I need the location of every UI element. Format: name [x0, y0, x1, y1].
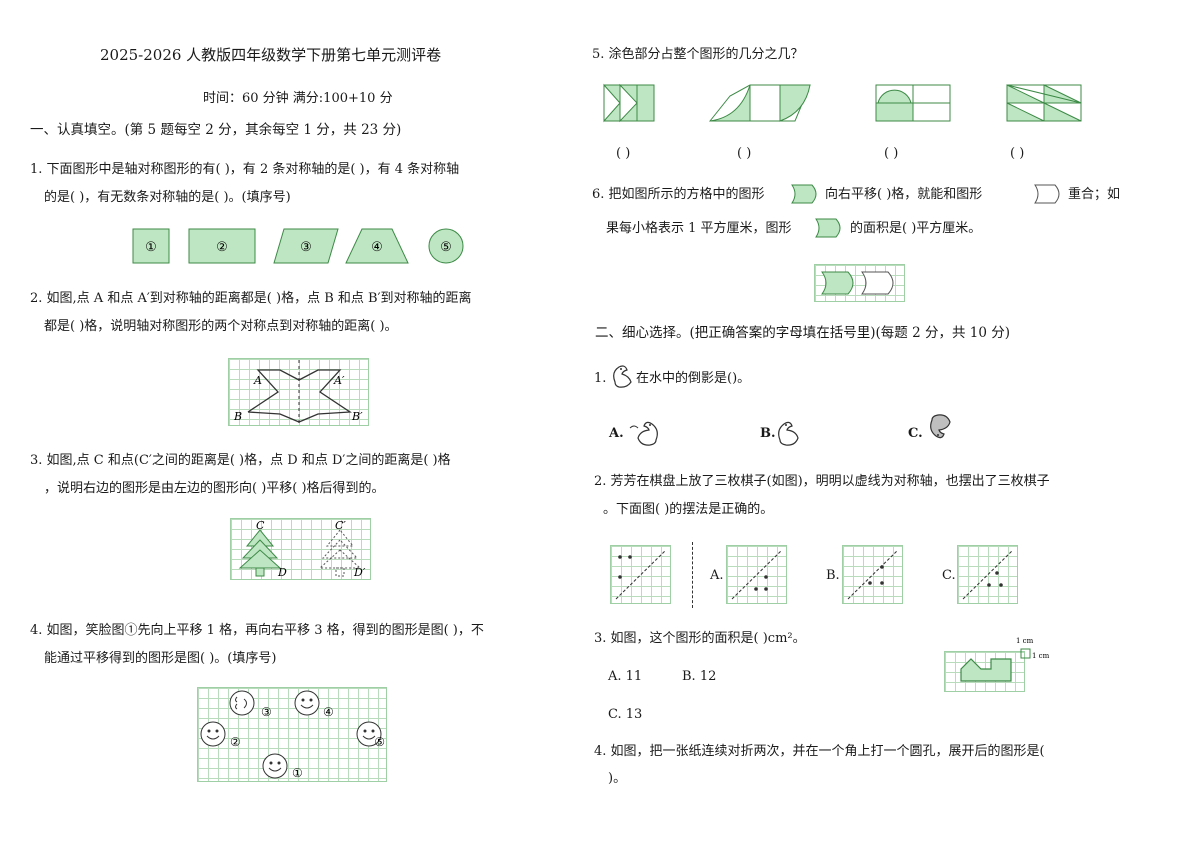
label-C: C [256, 519, 265, 532]
shape-2-rectangle: ② [188, 228, 256, 264]
q3-grid [230, 518, 371, 580]
q6-shape-outline-inline [1034, 184, 1060, 204]
part1-heading: 一、认真填空。(第 5 题每空 2 分，其余每空 1 分，共 23 分) [30, 122, 402, 138]
smiley-3 [229, 690, 255, 716]
smiley-4 [294, 690, 320, 716]
shape-4-label: ④ [371, 240, 383, 255]
shape-3-label: ③ [300, 240, 312, 255]
p2q4-line1: 4. 如图，把一张纸连续对折两次，并在一个角上打一个圆孔，展开后的图形是( [594, 744, 1045, 759]
p2q2-board-a-pieces [731, 549, 783, 600]
smiley-2-label: ② [230, 735, 241, 749]
q3-line1: 3. 如图,点 C 和点(C′之间的距离是( )格，点 D 和点 D′之间的距离… [30, 453, 451, 468]
p2q1-text: 在水中的倒影是()。 [636, 371, 751, 386]
p2q2-board-original-pieces [615, 549, 667, 600]
p2q3-option-a[interactable]: A. 11 [608, 669, 643, 684]
p2q2-option-c-label[interactable]: C. [942, 568, 956, 583]
part2-heading: 二、细心选择。(把正确答案的字母填在括号里)(每题 2 分，共 10 分) [595, 325, 1010, 341]
label-A: A [253, 374, 262, 387]
label-B: B [233, 410, 242, 423]
smiley-1-label: ① [292, 766, 303, 780]
shape-1-square: ① [132, 228, 170, 264]
p2q1-num: 1. [594, 371, 607, 386]
q5-blank-1[interactable]: ( ) [616, 146, 631, 161]
unit-label-top: 1 cm [1016, 637, 1034, 645]
p2q3-text: 3. 如图，这个图形的面积是( )cm²。 [594, 631, 806, 646]
q5-fig-1 [603, 83, 655, 123]
smiley-1 [262, 753, 288, 779]
p2q3-option-b[interactable]: B. 12 [682, 669, 717, 684]
q1-line1: 1. 下面图形中是轴对称图形的有( )，有 2 条对称轴的是( )，有 4 条对… [30, 162, 460, 177]
q4-line1: 4. 如图，笑脸图①先向上平移 1 格，再向右平移 3 格，得到的图形是图( )… [30, 623, 484, 638]
label-D: D [277, 566, 287, 579]
p2q2-board-b-pieces [847, 549, 899, 600]
q4-line2: 能通过平移得到的图形是图( )。(填序号) [44, 651, 277, 666]
q4-figure: ③ ④ ② ⑤ ① [200, 690, 385, 780]
q2-line1: 2. 如图,点 A 和点 A′到对称轴的距离都是( )格，点 B 和点 B′到对… [30, 291, 472, 306]
smiley-2 [200, 721, 226, 747]
q6-line1c: 重合；如 [1068, 187, 1121, 202]
page-title: 2025-2026 人教版四年级数学下册第七单元测评卷 [100, 46, 442, 64]
q5-text: 5. 涂色部分占整个图形的几分之几？ [592, 47, 804, 62]
label-A-prime: A′ [333, 374, 345, 387]
p2q2-option-a-label[interactable]: A. [710, 568, 724, 583]
duck-option-b-icon[interactable] [774, 414, 810, 450]
q5-fig-2 [708, 84, 811, 122]
tree-right [318, 529, 362, 577]
page-subtitle: 时间：60 分钟 满分:100+10 分 [203, 91, 393, 106]
duck-icon [613, 365, 632, 388]
q6-line1b: 向右平移( )格，就能和图形 [825, 187, 983, 202]
smiley-5 [356, 721, 382, 747]
smiley-4-label: ④ [323, 705, 334, 719]
shape-1-label: ① [145, 240, 157, 255]
q5-blank-4[interactable]: ( ) [1010, 146, 1025, 161]
smiley-5-label: ⑤ [374, 735, 385, 749]
q5-fig-3 [875, 84, 951, 122]
q6-line2b: 的面积是( )平方厘米。 [850, 221, 982, 236]
q5-blank-2[interactable]: ( ) [737, 146, 752, 161]
q6-figure [821, 271, 894, 295]
q6-shape-filled-inline [791, 184, 817, 204]
shape-5-label: ⑤ [440, 240, 452, 255]
q6-line2a: 果每小格表示 1 平方厘米，图形 [606, 221, 792, 236]
duck-option-c-icon[interactable] [922, 412, 960, 450]
q5-fig-4 [1006, 84, 1082, 122]
q3-figure: C C′ D D′ [238, 519, 366, 579]
p2q2-line1: 2. 芳芳在棋盘上放了三枚棋子(如图)，明明以虚线为对称轴，也摆出了三枚棋子 [594, 474, 1050, 489]
q2-line2: 都是( )格，说明轴对称图形的两个对称点到对称轴的距离( )。 [44, 319, 398, 334]
unit-label-right: 1 cm [1032, 652, 1050, 660]
p2q2-line2: 。下面图( )的摆法是正确的。 [603, 502, 774, 517]
duck-option-a-icon[interactable] [626, 414, 664, 450]
label-B-prime: B′ [351, 410, 363, 423]
tree-left [238, 529, 282, 577]
shape-4-trapezoid: ④ [345, 228, 409, 264]
q6-shape-filled-inline-2 [815, 218, 841, 238]
p2q2-option-b-label[interactable]: B. [826, 568, 840, 583]
p2q4-line2: )。 [608, 771, 627, 786]
p2q3-option-c[interactable]: C. 13 [608, 707, 643, 722]
label-C-prime: C′ [335, 519, 346, 532]
q3-line2: ，说明右边的图形是由左边的图形向( )平移( )格后得到的。 [44, 481, 385, 496]
smiley-3-label: ③ [261, 705, 272, 719]
q1-shapes-figure: ① ② ③ ④ ⑤ [132, 228, 464, 264]
q2-figure: A A′ B B′ [233, 360, 363, 424]
shape-3-parallelogram: ③ [273, 228, 339, 264]
p2q1-option-a-label[interactable]: A. [609, 426, 624, 441]
shape-2-label: ② [216, 240, 228, 255]
q1-line2: 的是( )，有无数条对称轴的是( )。(填序号) [44, 190, 291, 205]
shape-5-circle: ⑤ [428, 228, 464, 264]
p2q1-option-b-label[interactable]: B. [760, 426, 776, 441]
q5-blank-3[interactable]: ( ) [884, 146, 899, 161]
p2q1-option-c-label[interactable]: C. [908, 426, 923, 441]
p2q3-figure: 1 cm 1 cm [960, 637, 1050, 682]
q5-figures [603, 83, 1082, 123]
q6-line1a: 6. 把如图所示的方格中的图形 [592, 187, 765, 202]
q4-grid [197, 687, 387, 782]
p2q2-board-c-pieces [962, 549, 1014, 600]
label-D-prime: D′ [353, 566, 366, 579]
p2q2-divider [692, 542, 693, 608]
